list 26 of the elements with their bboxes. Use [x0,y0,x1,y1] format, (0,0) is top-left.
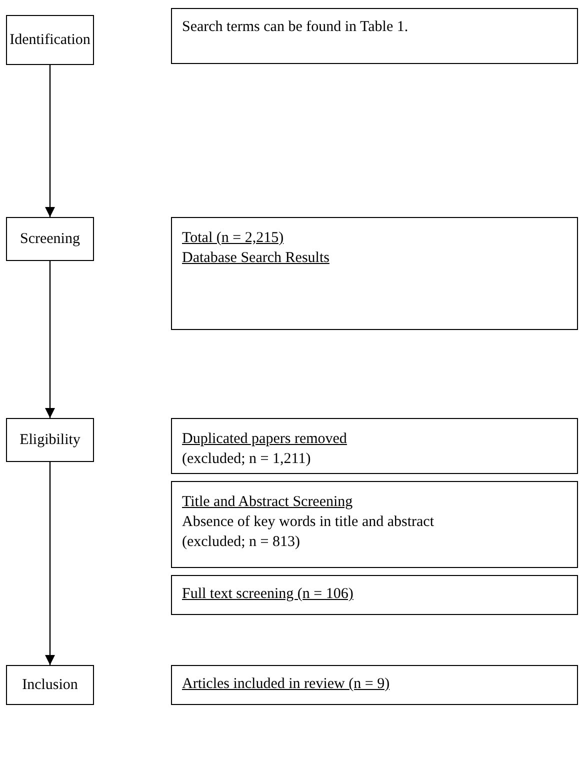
phase-box [6,15,94,65]
arrow [45,261,55,418]
step-heading: Full text screening (n = 106) [182,585,354,604]
step-heading: Duplicated papers removed [182,430,347,449]
step-text: (excluded; n = 1,211) [182,450,311,469]
step-box [171,665,578,705]
arrow [45,462,55,665]
arrow [45,65,55,217]
step-box [171,217,578,330]
phase-box [6,418,94,462]
phase-label: Identification [10,31,90,50]
step-heading: Total (n = 2,215) [182,229,284,248]
step-heading: Database Search Results [182,249,330,268]
phase-label: Inclusion [22,676,78,695]
step-heading: Articles included in review (n = 9) [182,675,390,694]
phase-box [6,217,94,261]
step-text: Absence of key words in title and abstract (excluded; n = 813) [182,513,436,552]
step-heading: Title and Abstract Screening [182,493,353,512]
step-box [171,575,578,615]
phase-label: Screening [20,230,80,249]
step-text: Search terms can be found in Table 1. [182,18,408,37]
step-box [171,8,578,64]
step-box [171,481,578,568]
phase-box [6,665,94,705]
step-box [171,418,578,474]
phase-label: Eligibility [20,431,80,450]
